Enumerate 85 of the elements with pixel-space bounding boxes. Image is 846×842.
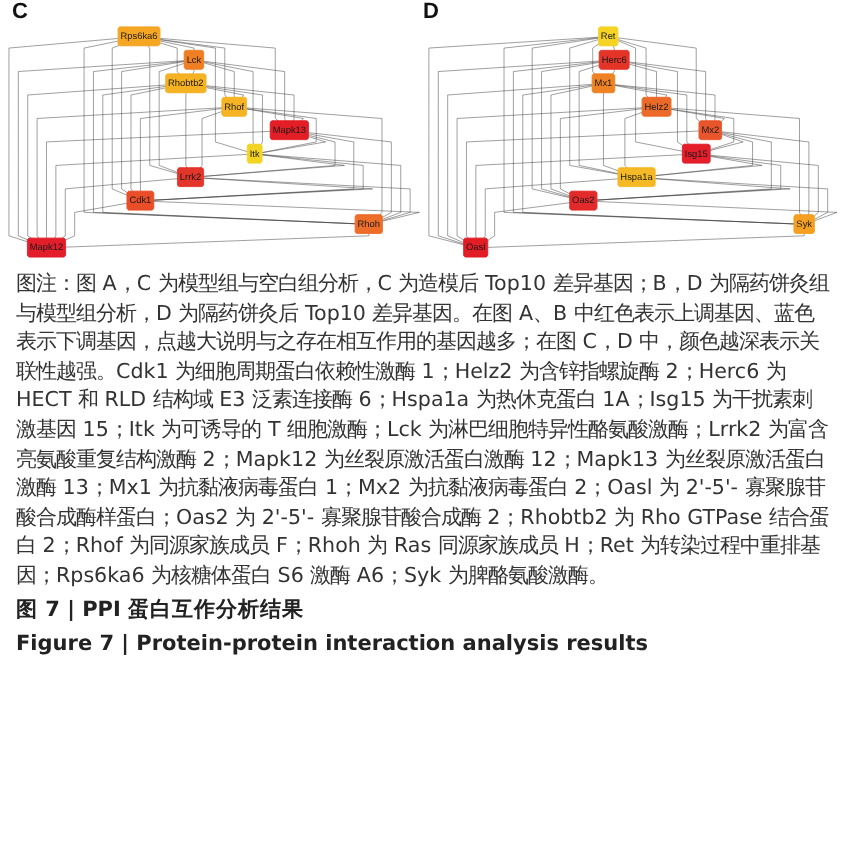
interaction-line xyxy=(121,61,185,193)
interaction-line xyxy=(205,85,295,122)
interaction-line xyxy=(629,61,708,122)
interaction-line xyxy=(153,201,420,222)
interaction-line xyxy=(261,154,401,220)
interaction-line xyxy=(614,84,716,122)
interaction-line xyxy=(308,132,392,218)
interaction-line xyxy=(203,154,345,177)
interaction-line xyxy=(246,107,383,216)
interaction-line xyxy=(617,39,649,98)
interaction-line xyxy=(159,40,195,51)
interaction-line xyxy=(624,112,643,169)
interaction-line xyxy=(596,178,791,201)
figure-caption: 图 7 | PPI 蛋白互作分析结果 xyxy=(16,595,307,626)
interaction-line xyxy=(655,156,763,176)
interaction-line xyxy=(483,178,619,239)
interaction-line xyxy=(614,84,690,145)
interaction-line xyxy=(147,45,178,174)
interaction-line xyxy=(261,136,326,153)
interaction-line xyxy=(246,108,317,153)
interaction-line xyxy=(466,130,700,239)
interaction-line xyxy=(710,155,819,217)
interaction-line xyxy=(487,202,571,241)
interaction-line xyxy=(140,108,223,192)
interaction-line xyxy=(158,63,185,173)
interaction-line xyxy=(203,177,411,221)
interaction-line xyxy=(65,233,370,248)
panel-letter: D xyxy=(423,0,439,24)
interaction-line xyxy=(203,61,254,145)
interaction-line xyxy=(130,87,167,192)
interaction-line xyxy=(603,92,619,172)
interaction-line xyxy=(18,60,185,241)
interaction-line xyxy=(428,36,599,246)
interaction-line xyxy=(721,131,810,216)
interaction-line xyxy=(112,45,128,196)
interaction-line xyxy=(629,62,684,146)
caption-note: 图注：图 A，C 为模型组与空白组分析，C 为造模后 Top10 差异基因；B，D 为隔药饼灸组与模型组分析，D 为隔药饼灸后 Top10 差异基因。在图 A、B 中红色表示上调基因、蓝色表示下调基因，点越大说明与之存在相互作用的基因越多；在图 C，D 中，颜色越深表示关联性越强。Cdk1 为细胞周期蛋白依赖性激酶 1；Helz2 为含锌指螺旋酶 2；Herc6 为 HECT 和 RLD 结构域 E3 泛素连接酶 6；Hspa1a 为热休克蛋白 1A；Isg15 为干扰素刺激基因 15；Itk 为可诱导的 T 细胞激酶；Lck 为淋巴细胞特异性酪氨酸激酶；Lrrk2 为富含亮氨酸重复结构激酶 2；Mapk12 为丝裂原激活蛋白激酶 12；Mapk13 为丝裂原激活蛋白激酶 13；Mx1 为抗黏液病毒蛋白 1；Mx2 为抗黏液病毒蛋白 2；Oasl 为 2'-5'- 寡聚腺苷酸合成酶样蛋白；Oas2 为 2'-5'- 寡聚腺苷酸合成酶 2；Rhobtb2 为 Rho GTPase 结合蛋白 2；Rhof 为同源家族成员 F；Rhoh 为 Ras 同源家族成员 H；Ret 为转染过程中重排基因；Rps6ka6 为核糖体蛋白 S6 激酶 A6；Syk 为脾酪氨酸激酶。 xyxy=(16,270,832,592)
interaction-line xyxy=(8,38,119,243)
interaction-line xyxy=(541,62,600,198)
interaction-line xyxy=(203,61,287,122)
interaction-line xyxy=(159,39,228,98)
interaction-line xyxy=(522,84,795,225)
interaction-line xyxy=(503,37,795,225)
interaction-line xyxy=(203,135,336,177)
interaction-line xyxy=(54,154,248,239)
interaction-line xyxy=(569,39,619,175)
interaction-line xyxy=(670,108,734,150)
interaction-line xyxy=(65,203,128,241)
interaction-line xyxy=(560,108,643,195)
figure-caption: Figure 7 | Protein-protein interaction analysis results xyxy=(16,629,651,660)
interaction-line xyxy=(205,87,244,98)
panel-letter: C xyxy=(12,0,28,24)
interaction-line xyxy=(578,64,619,174)
interaction-line xyxy=(487,233,805,248)
interaction-line xyxy=(670,107,801,216)
interaction-line xyxy=(617,37,701,122)
interaction-line xyxy=(614,85,668,98)
interaction-line xyxy=(199,111,223,169)
interaction-line xyxy=(438,60,600,245)
interaction-line xyxy=(185,92,188,169)
interaction-line xyxy=(456,107,643,241)
interaction-line xyxy=(61,178,178,239)
interaction-line xyxy=(159,42,180,75)
interaction-line xyxy=(531,37,599,198)
interaction-line xyxy=(550,85,593,197)
interaction-line xyxy=(655,133,753,176)
interaction-line xyxy=(655,178,828,220)
interaction-line xyxy=(629,63,657,98)
interaction-line xyxy=(205,86,263,146)
interaction-line xyxy=(596,201,838,221)
interaction-line xyxy=(617,40,683,152)
interaction-line xyxy=(710,134,744,151)
interaction-line xyxy=(670,109,725,122)
interaction-line xyxy=(27,84,167,239)
interaction-line xyxy=(36,107,223,239)
interaction-line xyxy=(246,108,304,122)
interaction-line xyxy=(46,131,271,239)
interaction-line xyxy=(159,39,248,152)
interaction-line xyxy=(159,38,279,122)
interaction-line xyxy=(447,84,593,243)
interaction-line xyxy=(102,86,356,224)
interaction-line xyxy=(203,62,235,98)
interaction-line xyxy=(475,154,683,239)
interaction-line xyxy=(592,43,599,75)
interaction-line xyxy=(153,178,373,201)
